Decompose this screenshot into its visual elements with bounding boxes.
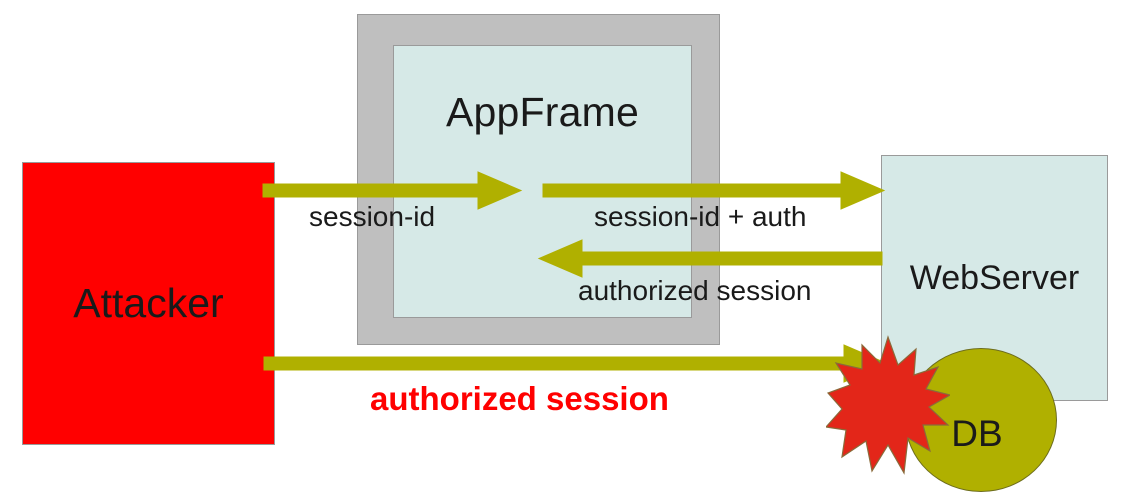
edge-label-authorized-session: authorized session bbox=[578, 275, 812, 306]
node-db-label: DB bbox=[951, 413, 1003, 454]
node-appframe-label: AppFrame bbox=[445, 89, 639, 135]
node-attacker-label: Attacker bbox=[73, 280, 224, 326]
node-attacker[interactable]: Attacker bbox=[22, 162, 275, 445]
node-webserver-label: WebServer bbox=[909, 258, 1080, 297]
explosion-burst-icon bbox=[826, 335, 950, 475]
arrow-attacker-to-db bbox=[263, 344, 889, 383]
edge-label-session-id-auth: session-id + auth bbox=[594, 201, 807, 232]
edge-label-authorized-session-emphasis: authorized session bbox=[370, 380, 669, 417]
edge-label-session-id: session-id bbox=[309, 201, 436, 232]
